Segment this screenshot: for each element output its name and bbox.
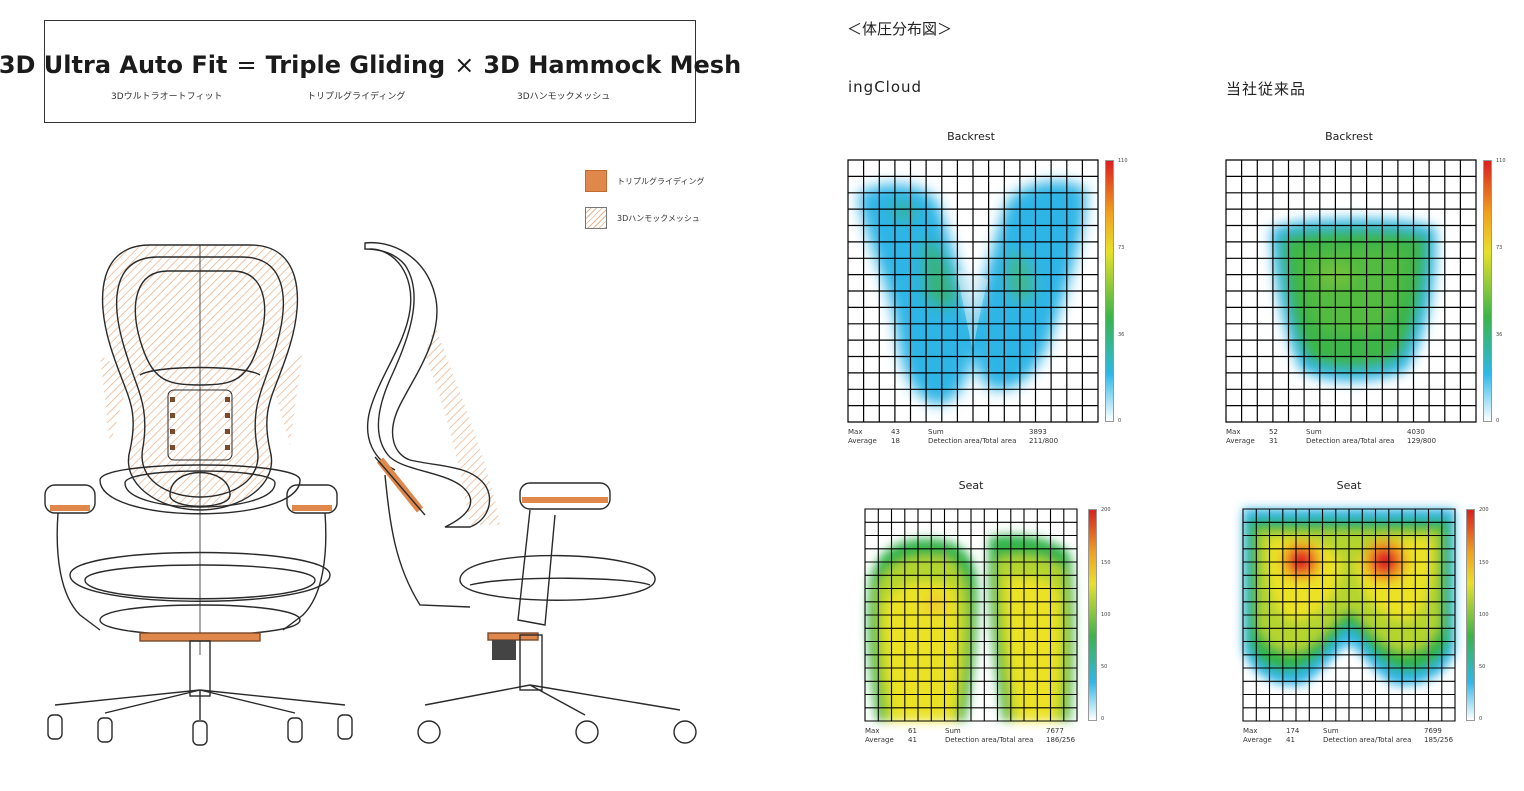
legend-swatch-hatched [585,207,607,229]
subtitle-hammock-mesh: 3Dハンモックメッシュ [517,92,611,102]
colorbar-tick: 0 [1496,418,1500,424]
stat-label-sum: Sum [928,428,944,436]
stat-value-sum: 7699 [1424,727,1442,735]
legend-label: 3Dハンモックメッシュ [617,213,700,223]
stats-conventional-backrest: Max 52 Average 31 Sum 4030 Detection are… [1226,428,1476,448]
subtitle-ultra-auto-fit: 3Dウルトラオートフィット [111,92,223,102]
column-heading-conventional: 当社従来品 [1226,80,1307,98]
colorbar-tick: 36 [1496,332,1503,338]
stat-label-average: Average [1226,437,1255,445]
colorbar-tick: 150 [1101,560,1111,566]
colorbar-tick: 50 [1101,664,1108,670]
stat-label-max: Max [1243,727,1258,735]
heatmap-grid [1242,508,1456,722]
colorbar-tick: 200 [1479,507,1489,513]
colorbar-tick: 0 [1118,418,1122,424]
panel-label-ingcloud-backrest: Backrest [947,130,995,143]
stat-label-area: Detection area/Total area [1323,736,1412,744]
heatmap-svg [1225,159,1477,423]
colorbar-tick: 36 [1118,332,1125,338]
title-box: 3D Ultra Auto Fit = Triple Gliding × 3D … [0,20,741,123]
colorbar-tick: 50 [1479,664,1486,670]
colorbar-tick: 150 [1479,560,1489,566]
heatmap-ingcloud-backrest [847,159,1099,423]
colorbar-tick: 100 [1101,612,1111,618]
stat-value-area: 211/800 [1029,437,1059,445]
column-heading-ingcloud: ingCloud [848,78,923,96]
heatmap-svg [1242,508,1456,722]
stat-value-average: 31 [1269,437,1278,445]
stat-value-max: 52 [1269,428,1278,436]
colorbar-ingcloud-backrest [1105,160,1114,422]
formula-equals: = [236,51,257,79]
stat-value-sum: 4030 [1407,428,1425,436]
formula: 3D Ultra Auto Fit = Triple Gliding × 3D … [0,51,741,79]
stat-label-average: Average [848,437,877,445]
stat-label-sum: Sum [1306,428,1322,436]
panel-label-ingcloud-seat: Seat [958,479,984,492]
legend-item-triple-gliding: トリプルグライディング [585,170,704,192]
stat-value-average: 41 [908,736,917,744]
formula-part-ultra-auto-fit: 3D Ultra Auto Fit [0,51,228,79]
stat-value-max: 61 [908,727,917,735]
colorbar-tick: 73 [1496,245,1503,251]
legend-label: トリプルグライディング [617,176,705,186]
stat-value-average: 41 [1286,736,1295,744]
formula-part-hammock-mesh: 3D Hammock Mesh [483,51,742,79]
formula-times: × [454,51,475,79]
stats-ingcloud-seat: Max 61 Average 41 Sum 7677 Detection are… [865,727,1077,747]
stat-label-max: Max [848,428,863,436]
colorbar-tick: 110 [1496,158,1506,164]
panel-label-conventional-backrest: Backrest [1325,130,1373,143]
stat-label-average: Average [1243,736,1272,744]
heatmap-ingcloud-seat [864,508,1078,722]
colorbar-conventional-seat [1466,509,1475,721]
legend-item-hammock-mesh: 3Dハンモックメッシュ [585,207,700,229]
formula-part-triple-gliding: Triple Gliding [265,51,446,79]
colorbar-tick: 110 [1118,158,1128,164]
stat-value-max: 174 [1286,727,1300,735]
stat-value-sum: 3893 [1029,428,1047,436]
stat-label-sum: Sum [1323,727,1339,735]
stat-value-area: 185/256 [1424,736,1454,744]
legend-swatch-solid [585,170,607,192]
heatmap-conventional-seat [1242,508,1456,722]
heatmap-svg [847,159,1099,423]
colorbar-tick: 0 [1479,716,1483,722]
stat-label-area: Detection area/Total area [1306,437,1395,445]
chair-front-view [44,244,353,746]
subtitle-triple-gliding: トリプルグライディング [307,92,406,102]
heatmap-grid [864,508,1078,722]
heatmap-grid [1225,159,1477,423]
stat-label-max: Max [1226,428,1241,436]
chair-side-view [364,241,697,744]
pressure-map-heading: ＜体圧分布図＞ [847,20,953,38]
stat-value-area: 186/256 [1046,736,1076,744]
heatmap-grid [847,159,1099,423]
stat-value-max: 43 [891,428,900,436]
colorbar-ingcloud-seat [1088,509,1097,721]
heatmap-svg [864,508,1078,722]
colorbar-tick: 0 [1101,716,1105,722]
stat-label-average: Average [865,736,894,744]
stat-label-max: Max [865,727,880,735]
colorbar-conventional-backrest [1483,160,1492,422]
colorbar-tick: 73 [1118,245,1125,251]
stat-label-area: Detection area/Total area [928,437,1017,445]
heatmap-conventional-backrest [1225,159,1477,423]
panel-label-conventional-seat: Seat [1336,479,1362,492]
stats-conventional-seat: Max 174 Average 41 Sum 7699 Detection ar… [1243,727,1455,747]
colorbar-tick: 200 [1101,507,1111,513]
stat-label-area: Detection area/Total area [945,736,1034,744]
stat-value-area: 129/800 [1407,437,1437,445]
chair-illustrations [44,241,697,746]
stats-ingcloud-backrest: Max 43 Average 18 Sum 3893 Detection are… [848,428,1098,448]
colorbar-tick: 100 [1479,612,1489,618]
stat-label-sum: Sum [945,727,961,735]
stat-value-average: 18 [891,437,900,445]
stat-value-sum: 7677 [1046,727,1064,735]
